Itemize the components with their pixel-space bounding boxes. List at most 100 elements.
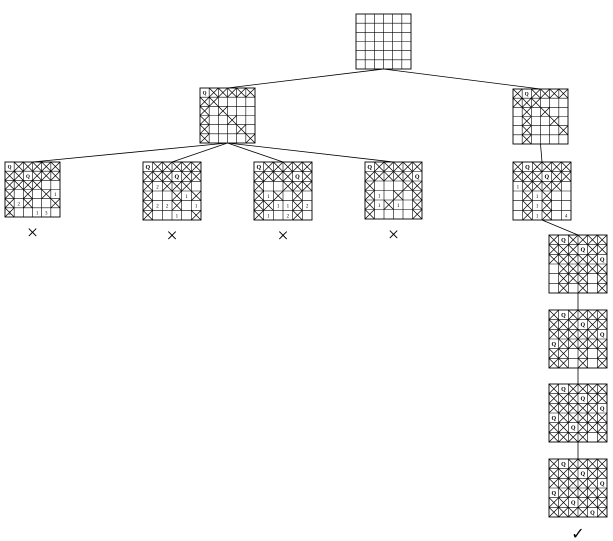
- attacked-cell-cross: [181, 161, 192, 172]
- attacked-cell-cross: [541, 210, 552, 221]
- attacked-cell-cross: [597, 422, 608, 433]
- attacked-cell-cross: [402, 161, 413, 172]
- attacked-cell-cross: [568, 507, 579, 518]
- queen-label: Q: [600, 332, 605, 338]
- attacked-cell-cross: [577, 309, 588, 320]
- attacked-cell-cross: [282, 171, 293, 182]
- attacked-cell-cross: [548, 432, 559, 443]
- attacked-cell-cross: [541, 190, 552, 201]
- attacked-cell-cross: [558, 254, 569, 265]
- attacked-cell-cross: [597, 309, 608, 320]
- attacked-cell-cross: [41, 161, 52, 172]
- attacked-cell-cross: [558, 263, 569, 274]
- attacked-cell-cross: [548, 497, 559, 508]
- queen-label: Q: [561, 238, 566, 244]
- attacked-cell-cross: [531, 88, 541, 99]
- attacked-cell-cross: [549, 116, 560, 126]
- queen-label: Q: [571, 501, 576, 507]
- attacked-cell-cross: [558, 412, 569, 423]
- attacked-cell-cross: [227, 87, 237, 98]
- queen-label: Q: [561, 387, 566, 393]
- queen-label: Q: [415, 174, 420, 180]
- attacked-cell-cross: [577, 348, 588, 359]
- attacked-cell-cross: [541, 161, 552, 172]
- cell-count-label: 1: [267, 214, 270, 219]
- attacked-cell-cross: [253, 210, 264, 221]
- tree-edge: [541, 219, 579, 236]
- queen-label: Q: [590, 510, 595, 516]
- attacked-cell-cross: [4, 207, 15, 218]
- attacked-cell-cross: [577, 273, 588, 284]
- attacked-cell-cross: [558, 244, 569, 255]
- attacked-cell-cross: [142, 171, 153, 182]
- attacked-cell-cross: [227, 115, 237, 125]
- attacked-cell-cross: [597, 487, 608, 498]
- attacked-cell-cross: [597, 358, 608, 369]
- attacked-cell-cross: [558, 497, 569, 508]
- attacked-cell-cross: [191, 171, 202, 182]
- attacked-cell-cross: [548, 478, 559, 489]
- attacked-cell-cross: [13, 180, 24, 190]
- attacked-cell-cross: [383, 199, 394, 210]
- board-left-branch: Q: [199, 87, 256, 144]
- attacked-cell-cross: [302, 171, 313, 182]
- cell-count-label: 1: [397, 204, 400, 209]
- attacked-cell-cross: [50, 161, 61, 172]
- attacked-cell-cross: [50, 198, 61, 209]
- board-right-branch: Q: [512, 88, 569, 145]
- attacked-cell-cross: [191, 190, 202, 201]
- attacked-cell-cross: [587, 403, 598, 414]
- attacked-cell-cross: [512, 171, 523, 182]
- attacked-cell-cross: [162, 171, 173, 182]
- attacked-cell-cross: [32, 180, 42, 190]
- attacked-cell-cross: [577, 422, 588, 433]
- attacked-cell-cross: [412, 190, 423, 201]
- attacked-cell-cross: [521, 125, 532, 136]
- attacked-cell-cross: [4, 198, 15, 209]
- queen-label: Q: [580, 323, 585, 329]
- attacked-cell-cross: [364, 171, 375, 182]
- attacked-cell-cross: [577, 412, 588, 423]
- attacked-cell-cross: [4, 180, 15, 190]
- attacked-cell-cross: [558, 338, 569, 349]
- attacked-cell-cross: [577, 338, 588, 349]
- attacked-cell-cross: [597, 383, 608, 394]
- queen-label: Q: [256, 165, 261, 171]
- attacked-cell-cross: [253, 190, 264, 201]
- tree-edge: [171, 142, 228, 163]
- cell-count-label: 2: [166, 205, 169, 210]
- attacked-cell-cross: [568, 319, 579, 330]
- attacked-cell-cross: [273, 161, 284, 172]
- attacked-cell-cross: [597, 412, 608, 423]
- cell-count-label: 1: [536, 195, 539, 200]
- attacked-cell-cross: [302, 181, 313, 192]
- attacked-cell-cross: [587, 468, 598, 479]
- attacked-cell-cross: [587, 338, 598, 349]
- attacked-cell-cross: [522, 171, 533, 182]
- cell-count-label: 3: [45, 211, 48, 216]
- cell-count-label: 4: [565, 214, 568, 219]
- attacked-cell-cross: [548, 309, 559, 320]
- attacked-cell-cross: [597, 338, 608, 349]
- attacked-cell-cross: [162, 181, 173, 192]
- attacked-cell-cross: [577, 329, 588, 340]
- attacked-cell-cross: [23, 189, 33, 199]
- attacked-cell-cross: [253, 171, 264, 182]
- attacked-cell-cross: [364, 180, 375, 191]
- attacked-cell-cross: [597, 393, 608, 404]
- attacked-cell-cross: [568, 478, 579, 489]
- attacked-cell-cross: [577, 283, 588, 294]
- attacked-cell-cross: [532, 171, 543, 182]
- attacked-cell-cross: [521, 97, 532, 108]
- attacked-cell-cross: [412, 199, 423, 210]
- attacked-cell-cross: [568, 383, 579, 394]
- attacked-cell-cross: [41, 170, 52, 181]
- attacked-cell-cross: [181, 181, 192, 192]
- attacked-cell-cross: [577, 507, 588, 518]
- queen-label: Q: [367, 165, 372, 171]
- success-check-mark: ✓: [571, 526, 584, 541]
- attacked-cell-cross: [383, 161, 394, 172]
- attacked-cell-cross: [245, 133, 256, 144]
- attacked-cell-cross: [568, 458, 579, 469]
- attacked-cell-cross: [558, 358, 569, 369]
